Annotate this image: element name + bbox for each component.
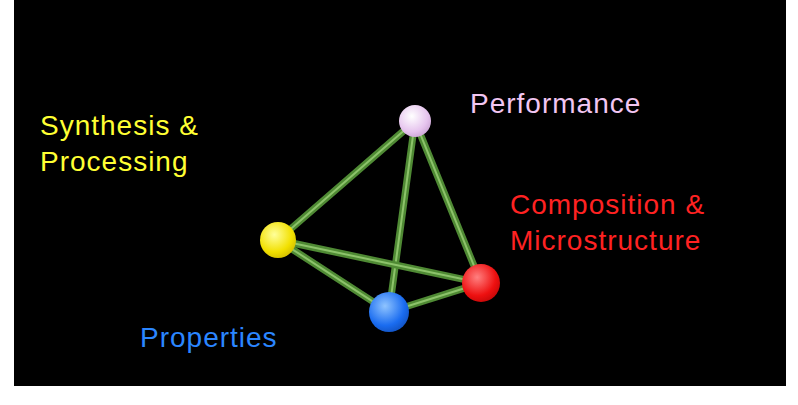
synthesis-vertex: Synthesis & Processing	[260, 222, 296, 258]
vertex-label: Performance	[470, 86, 770, 122]
vertex-label: Properties	[140, 320, 400, 356]
properties-vertex: Properties	[369, 292, 409, 332]
performance-vertex: Performance	[399, 105, 431, 137]
tetrahedron-edge	[408, 289, 463, 306]
tetrahedron-edge	[421, 136, 474, 266]
vertex-label: Composition & Microstructure	[510, 187, 782, 259]
composition-vertex: Composition & Microstructure	[462, 264, 500, 302]
tetrahedron-edge	[293, 250, 372, 301]
vertex-label: Synthesis & Processing	[40, 108, 255, 180]
tetrahedron-edge	[296, 244, 463, 279]
tetrahedron-edge	[292, 131, 403, 228]
